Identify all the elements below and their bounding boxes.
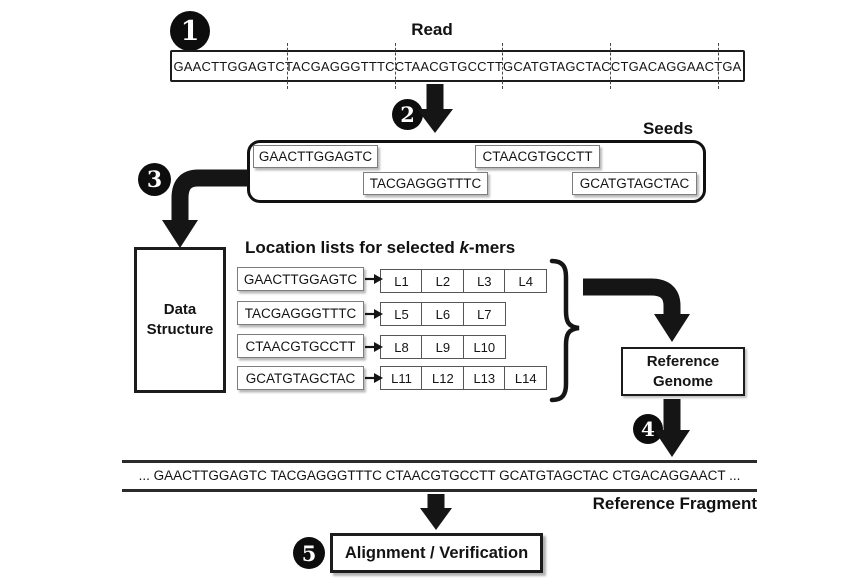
location-cell: L1	[380, 269, 423, 293]
step-1-badge: 1	[170, 11, 210, 51]
read-title: Read	[411, 20, 453, 39]
location-cell: L2	[421, 269, 465, 293]
location-list-row: L11 L12 L13 L14	[380, 366, 548, 390]
location-cell: L4	[504, 269, 548, 293]
read-seed-divider	[718, 43, 719, 89]
reference-genome-box: Reference Genome	[621, 347, 745, 396]
location-list-row: L5 L6 L7	[380, 302, 506, 326]
location-cell: L7	[462, 302, 506, 326]
location-cell: L8	[380, 335, 423, 359]
read-seed-divider	[287, 43, 288, 89]
seed-chip: GCATGTAGCTAC	[572, 172, 697, 195]
reference-fragment-sequence: ... GAACTTGGAGTC TACGAGGGTTTC CTAACGTGCC…	[138, 468, 741, 483]
location-lists-title: Location lists for selected k-mers	[245, 238, 515, 258]
kmer-chip: CTAACGTGCCTT	[237, 334, 364, 358]
read-seed-divider	[395, 43, 396, 89]
arrow-lists-to-reference-genome-icon	[583, 278, 690, 342]
read-seed-divider	[502, 43, 503, 89]
location-list-row: L8 L9 L10	[380, 335, 506, 359]
step-5-badge: 5	[293, 537, 325, 569]
location-cell: L3	[462, 269, 506, 293]
location-cell: L13	[462, 366, 506, 390]
alignment-verification-box: Alignment / Verification	[330, 533, 543, 573]
location-lists-title-k: k	[459, 238, 469, 257]
seed-chip: GAACTTGGAGTC	[253, 145, 378, 168]
location-list-row: L1 L2 L3 L4	[380, 269, 548, 293]
seed-chip: CTAACGTGCCTT	[475, 145, 600, 168]
location-lists-title-suffix: -mers	[468, 238, 516, 257]
seeds-title: Seeds	[642, 119, 694, 138]
kmer-chip: GAACTTGGAGTC	[237, 267, 364, 291]
fragment-top-line	[122, 460, 757, 463]
step-3-badge: 3	[138, 163, 171, 196]
arrow-seeds-to-data-structure-icon	[162, 169, 248, 248]
seed-chip: TACGAGGGTTTC	[363, 172, 488, 195]
location-cell: L10	[462, 335, 506, 359]
arrow-fragment-to-alignment-icon	[420, 494, 452, 530]
data-structure-box: Data Structure	[134, 247, 226, 393]
arrow-read-to-seeds-icon	[417, 84, 453, 133]
read-sequence-box: GAACTTGGAGTCTACGAGGGTTTCCTAACGTGCCTTGCAT…	[170, 50, 745, 82]
step-4-badge: 4	[633, 414, 663, 444]
step-2-badge: 2	[392, 99, 423, 130]
reference-fragment-title: Reference Fragment	[592, 494, 757, 513]
location-cell: L5	[380, 302, 423, 326]
location-cell: L9	[421, 335, 465, 359]
kmer-chip: GCATGTAGCTAC	[237, 366, 364, 390]
location-cell: L11	[380, 366, 423, 390]
fragment-bottom-line	[122, 489, 757, 492]
location-cell: L6	[421, 302, 465, 326]
location-lists-title-prefix: Location lists for selected	[245, 238, 460, 257]
kmer-chip: TACGAGGGTTTC	[237, 301, 364, 325]
location-cell: L14	[504, 366, 548, 390]
brace-location-lists-icon	[549, 258, 580, 403]
read-seed-divider	[610, 43, 611, 89]
location-cell: L12	[421, 366, 465, 390]
